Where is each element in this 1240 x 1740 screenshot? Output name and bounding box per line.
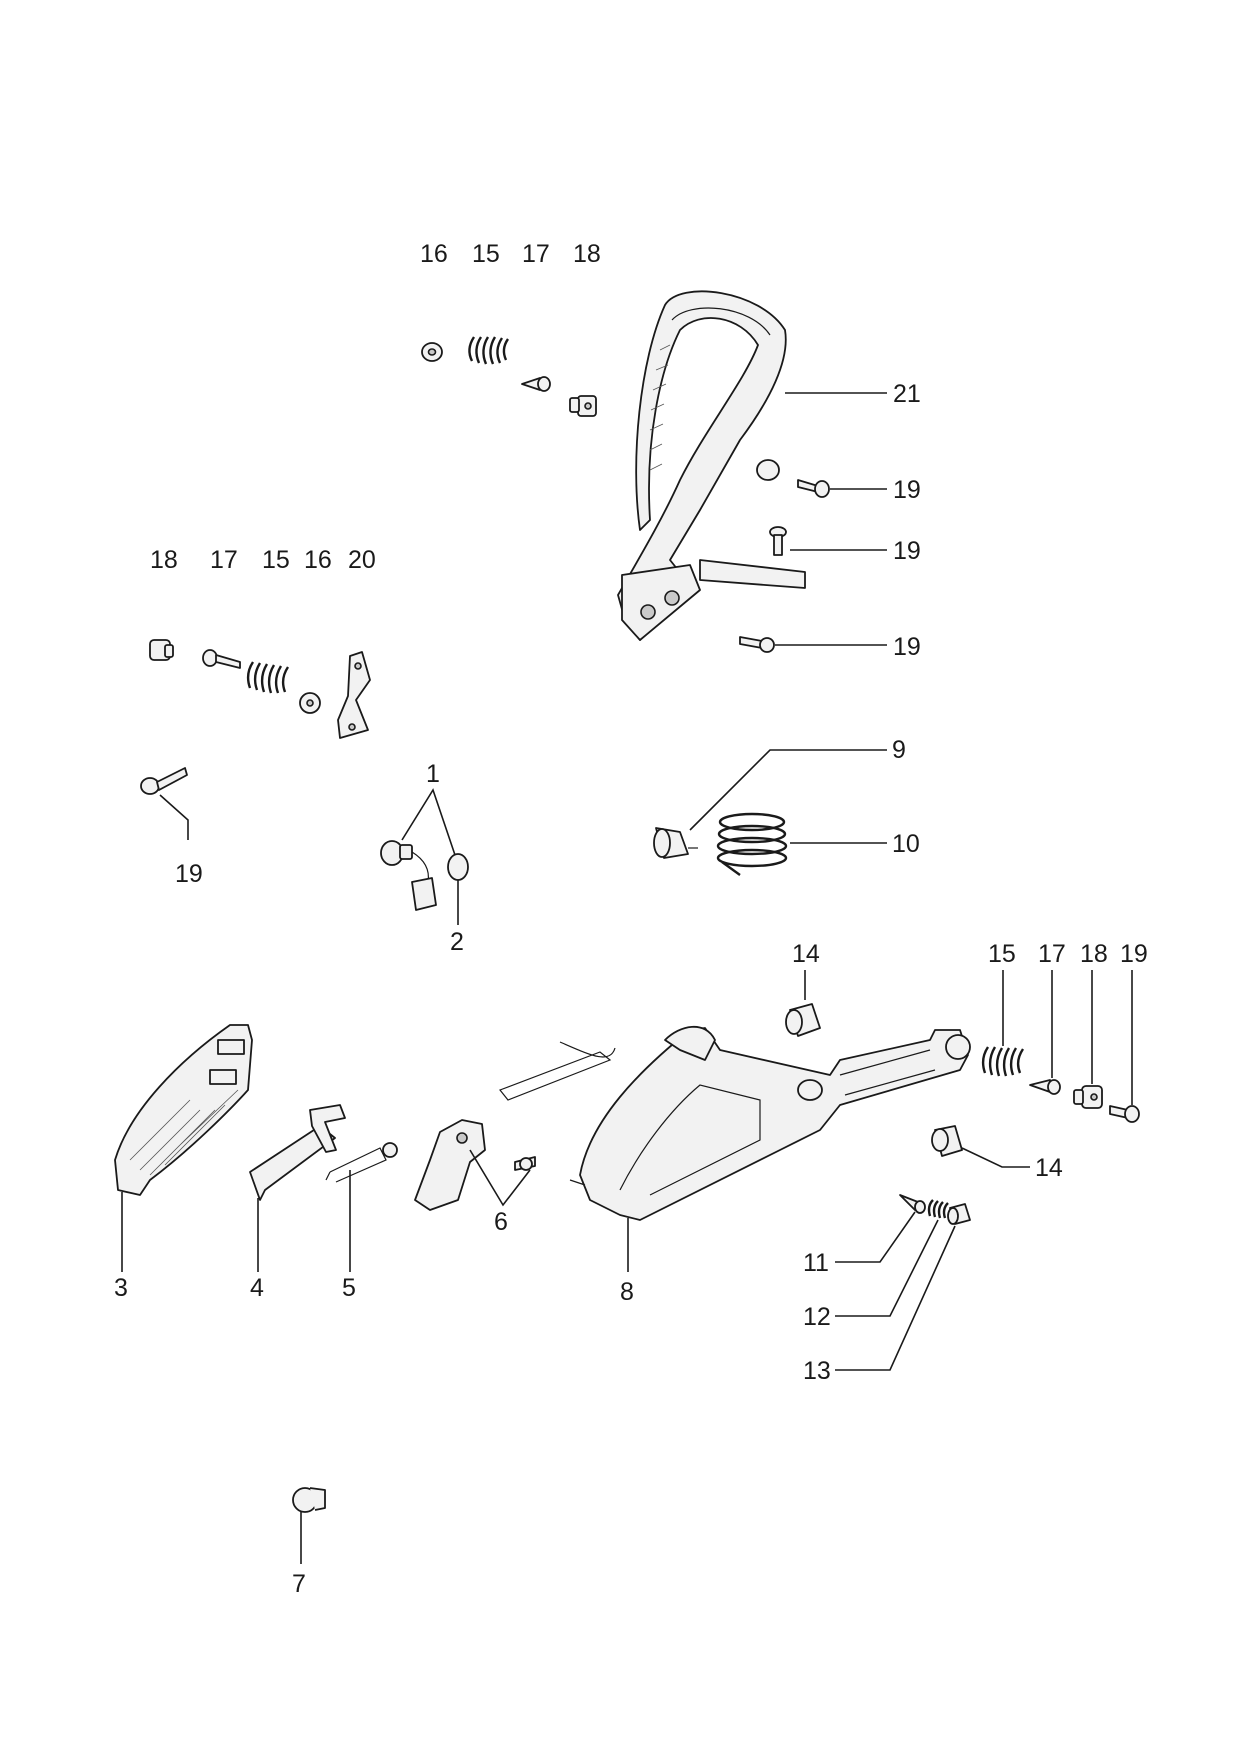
part-16-washer-top <box>421 342 443 362</box>
part-20-bracket <box>337 651 371 739</box>
callout-19-b: 19 <box>893 537 921 565</box>
callout-15-left: 15 <box>262 546 290 574</box>
part-10-spring <box>716 812 788 876</box>
part-19-screw-left <box>140 767 188 795</box>
callout-20: 20 <box>348 546 376 574</box>
callout-16-left: 16 <box>304 546 332 574</box>
callout-14-top: 14 <box>792 940 820 968</box>
callout-17-left: 17 <box>210 546 238 574</box>
part-19-bolt-c <box>739 636 775 653</box>
leader-6 <box>469 1149 531 1207</box>
part-7-plug <box>292 1487 326 1513</box>
part-12-small-spring <box>927 1199 949 1219</box>
leader-14b <box>961 1147 1030 1168</box>
callout-18-left: 18 <box>150 546 178 574</box>
leader-11 <box>835 1211 916 1263</box>
part-5-wire-spring <box>325 1142 398 1183</box>
callout-3: 3 <box>114 1274 128 1302</box>
part-18-nut-top <box>569 395 597 417</box>
callout-19-d: 19 <box>175 860 203 888</box>
part-18-nut-right <box>1073 1085 1103 1109</box>
leader-13 <box>835 1225 956 1371</box>
part-13-cap <box>947 1203 971 1225</box>
callout-8: 8 <box>620 1278 634 1306</box>
leader-9 <box>689 749 887 831</box>
callout-10: 10 <box>892 830 920 858</box>
callout-1: 1 <box>426 760 440 788</box>
callout-17-right: 17 <box>1038 940 1066 968</box>
part-9-bushing <box>653 827 698 859</box>
part-21-front-handle <box>617 290 806 641</box>
callout-15-top: 15 <box>472 240 500 268</box>
callout-18-right: 18 <box>1080 940 1108 968</box>
part-11-pin <box>899 1194 926 1214</box>
callout-6: 6 <box>494 1208 508 1236</box>
part-15-spring-left <box>246 661 290 694</box>
callout-14-lower: 14 <box>1035 1154 1063 1182</box>
callout-9: 9 <box>892 736 906 764</box>
part-2-o-ring <box>447 853 469 881</box>
callout-13: 13 <box>803 1357 831 1385</box>
leader-12 <box>835 1219 939 1317</box>
callout-19-c: 19 <box>893 633 921 661</box>
part-16-washer-left <box>299 692 321 714</box>
part-15-spring-top <box>468 336 510 365</box>
callout-17-top: 17 <box>522 240 550 268</box>
callout-19-a: 19 <box>893 476 921 504</box>
part-17-screw-left <box>202 649 241 669</box>
part-17-screw-right <box>1029 1079 1061 1095</box>
part-19-bolt-right <box>1109 1105 1140 1123</box>
callout-15-right: 15 <box>988 940 1016 968</box>
callout-12: 12 <box>803 1303 831 1331</box>
callout-21: 21 <box>893 380 921 408</box>
leader-1 <box>401 788 456 856</box>
callout-11: 11 <box>803 1249 829 1277</box>
part-8-rear-handle <box>569 1025 971 1221</box>
part-19-bolt-b <box>769 526 787 556</box>
callout-2: 2 <box>450 928 464 956</box>
part-19-bolt-a <box>797 479 830 498</box>
part-3-handle-cover <box>114 1024 253 1196</box>
part-4-throttle-lever <box>249 1104 346 1201</box>
part-1-switch <box>380 840 437 911</box>
part-14-damper-top <box>785 1003 821 1037</box>
callout-18-top: 18 <box>573 240 601 268</box>
callout-19-right: 19 <box>1120 940 1148 968</box>
callout-5: 5 <box>342 1274 356 1302</box>
part-15-spring-right <box>981 1046 1025 1077</box>
callout-4: 4 <box>250 1274 264 1302</box>
part-6-trigger-assembly <box>414 1041 616 1211</box>
part-18-nut-left <box>149 639 174 661</box>
leader-19d <box>159 794 189 840</box>
callout-7: 7 <box>292 1570 306 1598</box>
part-14-damper-lower <box>931 1125 963 1157</box>
part-17-screw-top <box>521 376 551 392</box>
callout-16-top: 16 <box>420 240 448 268</box>
